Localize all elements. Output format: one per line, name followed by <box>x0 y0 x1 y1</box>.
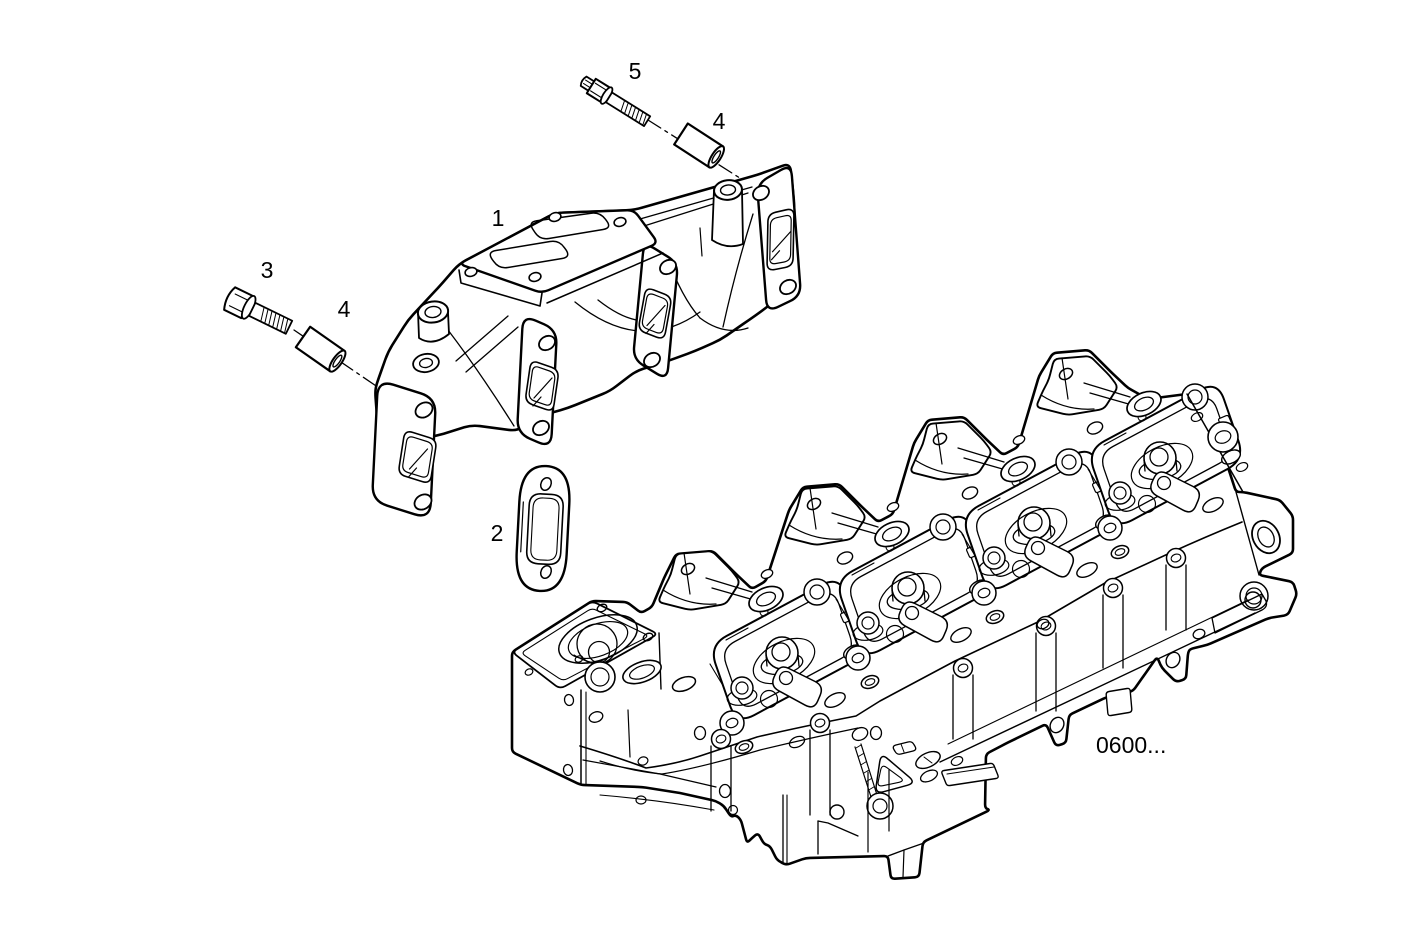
svg-text:0600...: 0600... <box>1096 732 1166 758</box>
svg-text:3: 3 <box>261 257 274 283</box>
svg-text:1: 1 <box>492 205 505 231</box>
svg-text:4: 4 <box>713 108 726 134</box>
svg-text:5: 5 <box>629 58 642 84</box>
svg-text:4: 4 <box>338 296 351 322</box>
svg-text:2: 2 <box>491 520 504 546</box>
